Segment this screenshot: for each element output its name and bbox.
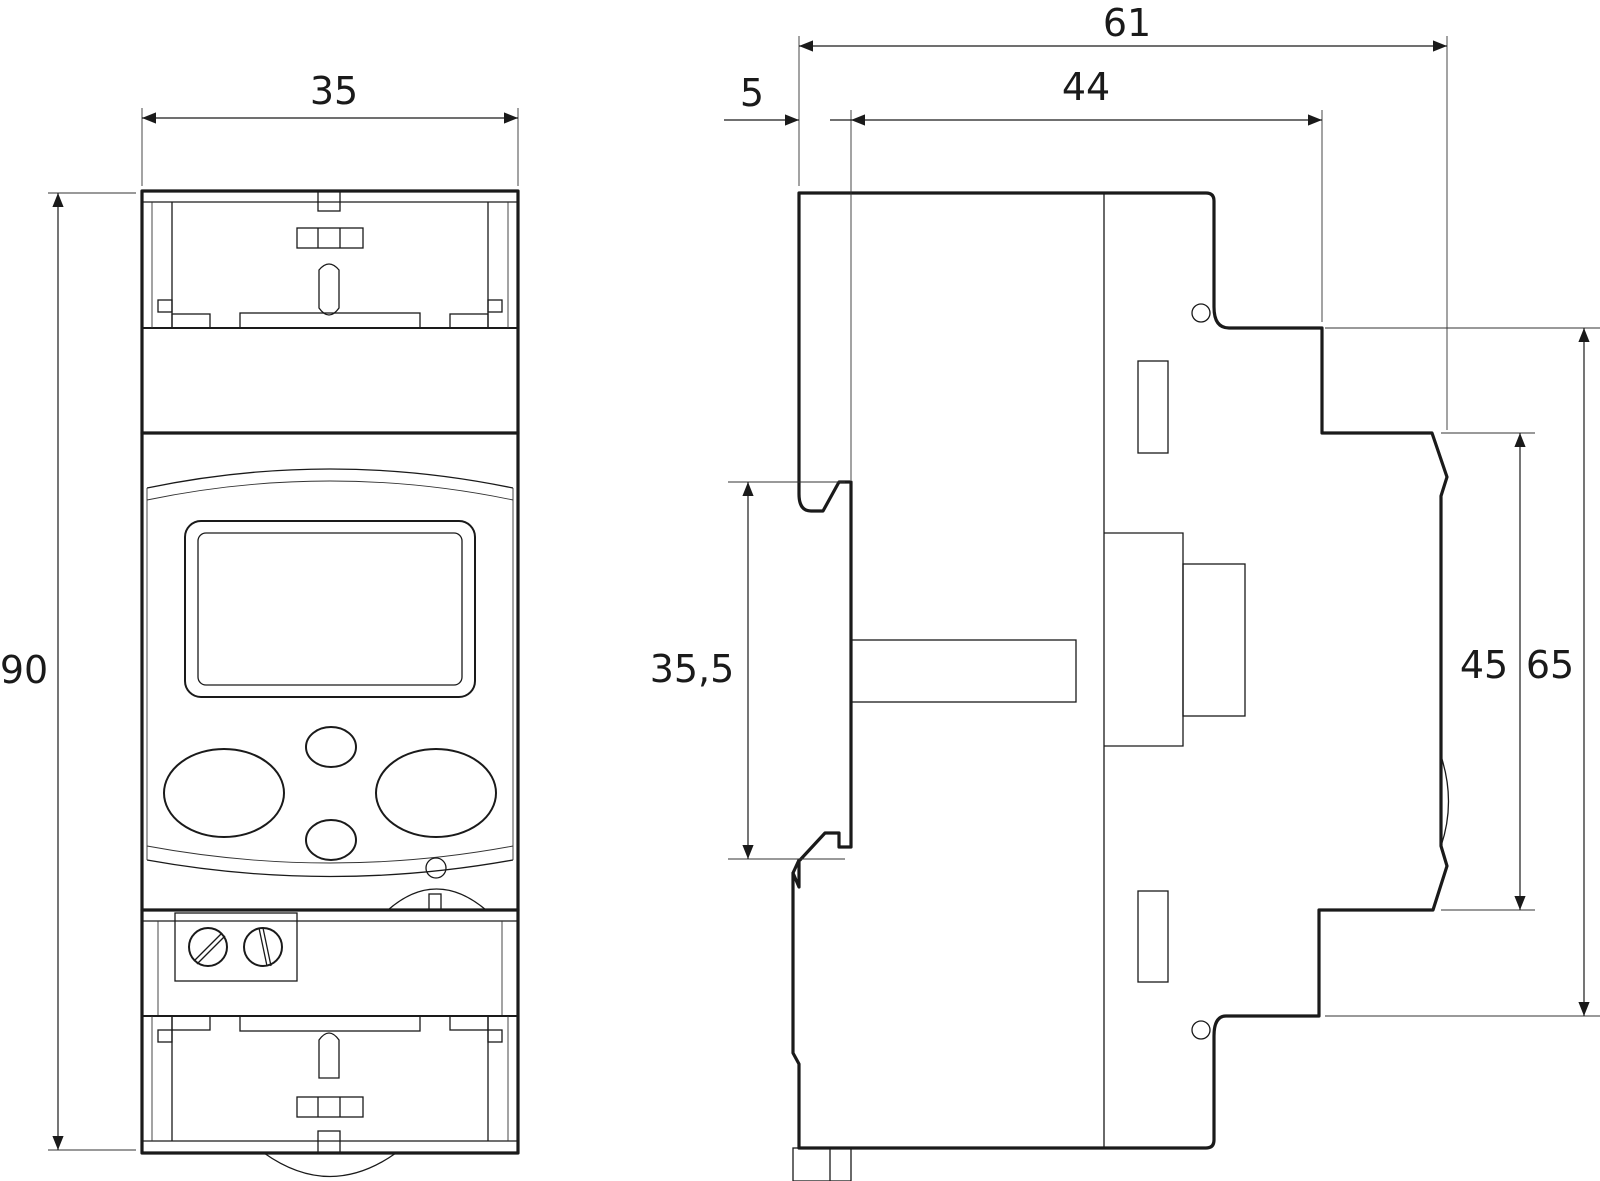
- side-window-top: [1137, 360, 1169, 454]
- lcd-screen: [197, 532, 463, 686]
- dim-label-total-depth: 61: [1103, 1, 1151, 45]
- front-view: [140, 189, 520, 1178]
- bottom-terminal-block: [142, 1015, 518, 1178]
- dim-label-shoulder-height: 65: [1526, 643, 1574, 687]
- left-button: [163, 748, 285, 838]
- seal-arc: [387, 888, 487, 911]
- dim-label-front-width: 35: [310, 69, 358, 113]
- inner-step: [1104, 532, 1184, 747]
- side-window-bottom: [1137, 890, 1169, 983]
- top-terminal-block: [142, 190, 518, 329]
- terminal-housing: [174, 912, 298, 982]
- dimension-labels: 35 90 61 5 44 35,5 45 65: [0, 1, 1574, 692]
- display-protrusion: [1182, 563, 1246, 717]
- dim-label-rail-height: 35,5: [650, 647, 735, 691]
- seal-arc: [263, 1152, 397, 1178]
- screw: [188, 927, 228, 967]
- dim-label-rail-offset: 5: [740, 71, 764, 115]
- side-profile-outline: [791, 191, 1449, 1150]
- side-screw-hole-top: [1191, 303, 1211, 323]
- dim-label-front-height: 90: [0, 648, 48, 692]
- bottom-clip: [792, 1147, 852, 1181]
- screw-terminal-block: [142, 912, 518, 1015]
- dim-label-front-face-height: 45: [1460, 643, 1508, 687]
- side-bulge: [1440, 755, 1450, 847]
- display-panel: [146, 468, 514, 911]
- lcd-screen-bezel: [184, 520, 476, 698]
- status-led: [425, 857, 447, 879]
- dim-label-body-depth: 44: [1062, 65, 1110, 109]
- rail-slot: [850, 639, 1077, 703]
- down-button: [305, 819, 357, 861]
- up-button: [305, 726, 357, 768]
- dimension-lines: [48, 36, 1600, 1151]
- right-button: [375, 748, 497, 838]
- side-view: [791, 191, 1450, 1181]
- side-screw-hole-bottom: [1191, 1020, 1211, 1040]
